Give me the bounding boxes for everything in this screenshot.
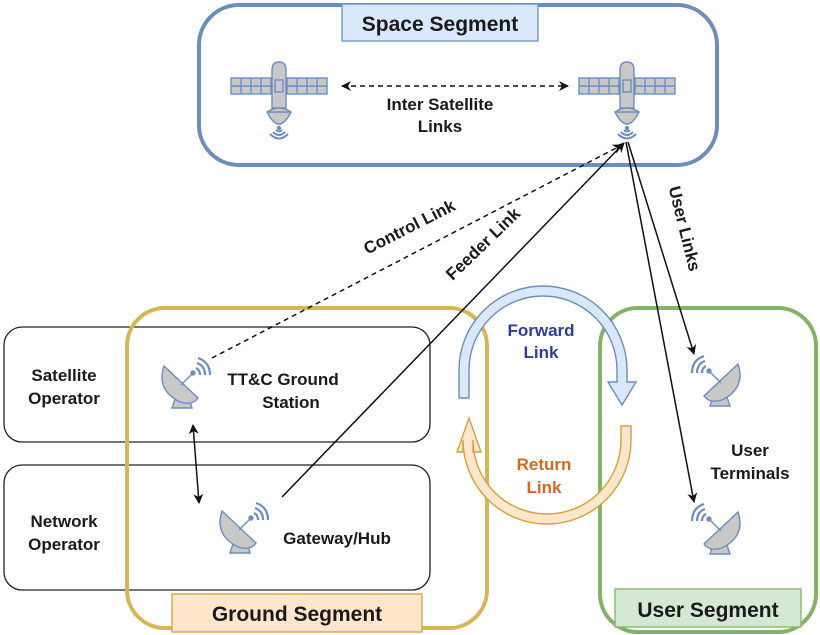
user-terminal-dish-icon-2 (690, 502, 742, 556)
network-operator-label-2: Operator (28, 535, 100, 554)
forward-link-label-2: Link (524, 343, 559, 362)
forward-link-label-1: Forward (507, 321, 574, 340)
user-link-arrow-1 (627, 141, 697, 355)
inter-satellite-links-label-1: Inter Satellite (387, 95, 494, 114)
ground-segment-box (125, 306, 489, 630)
network-operator-label-1: Network (30, 512, 98, 531)
space-segment-label: Space Segment (362, 13, 518, 36)
return-link-label-2: Link (527, 478, 562, 497)
control-link-label: Control Link (361, 196, 459, 259)
user-terminals-label-1: User (731, 441, 769, 460)
user-segment-title: User Segment (614, 588, 802, 628)
gateway-hub-label: Gateway/Hub (283, 529, 391, 548)
forward-link-arrow (458, 285, 638, 407)
user-terminal-dish-icon-1 (690, 354, 742, 408)
feeder-link-arrow (281, 142, 625, 498)
space-segment-title: Space Segment (341, 3, 539, 42)
satellite-operator-label-2: Operator (28, 389, 100, 408)
inter-satellite-links-label-2: Links (418, 117, 462, 136)
satellite-operator-label-1: Satellite (31, 366, 96, 385)
user-segment-label: User Segment (637, 599, 778, 622)
satellite-icon-right (578, 61, 676, 140)
user-link-arrow-2 (625, 141, 698, 503)
return-link-label-1: Return (517, 455, 572, 474)
user-links-label: User Links (665, 184, 704, 273)
user-terminals-label-2: Terminals (710, 464, 789, 483)
ttc-station-label-1: TT&C Ground (227, 370, 338, 389)
user-segment-box (598, 306, 818, 634)
gateway-hub-dish-icon (218, 501, 270, 555)
ground-segment-label: Ground Segment (212, 603, 382, 626)
satellite-icon-left (230, 61, 328, 140)
ground-segment-title: Ground Segment (171, 593, 423, 633)
ttc-ground-station-dish-icon (160, 356, 212, 410)
ttc-station-label-2: Station (262, 393, 320, 412)
operator-link-arrow (188, 424, 204, 504)
network-operator-box (3, 464, 431, 591)
feeder-link-label: Feeder Link (442, 204, 524, 284)
return-link-arrow (456, 415, 632, 525)
satellite-operator-box (3, 326, 431, 443)
